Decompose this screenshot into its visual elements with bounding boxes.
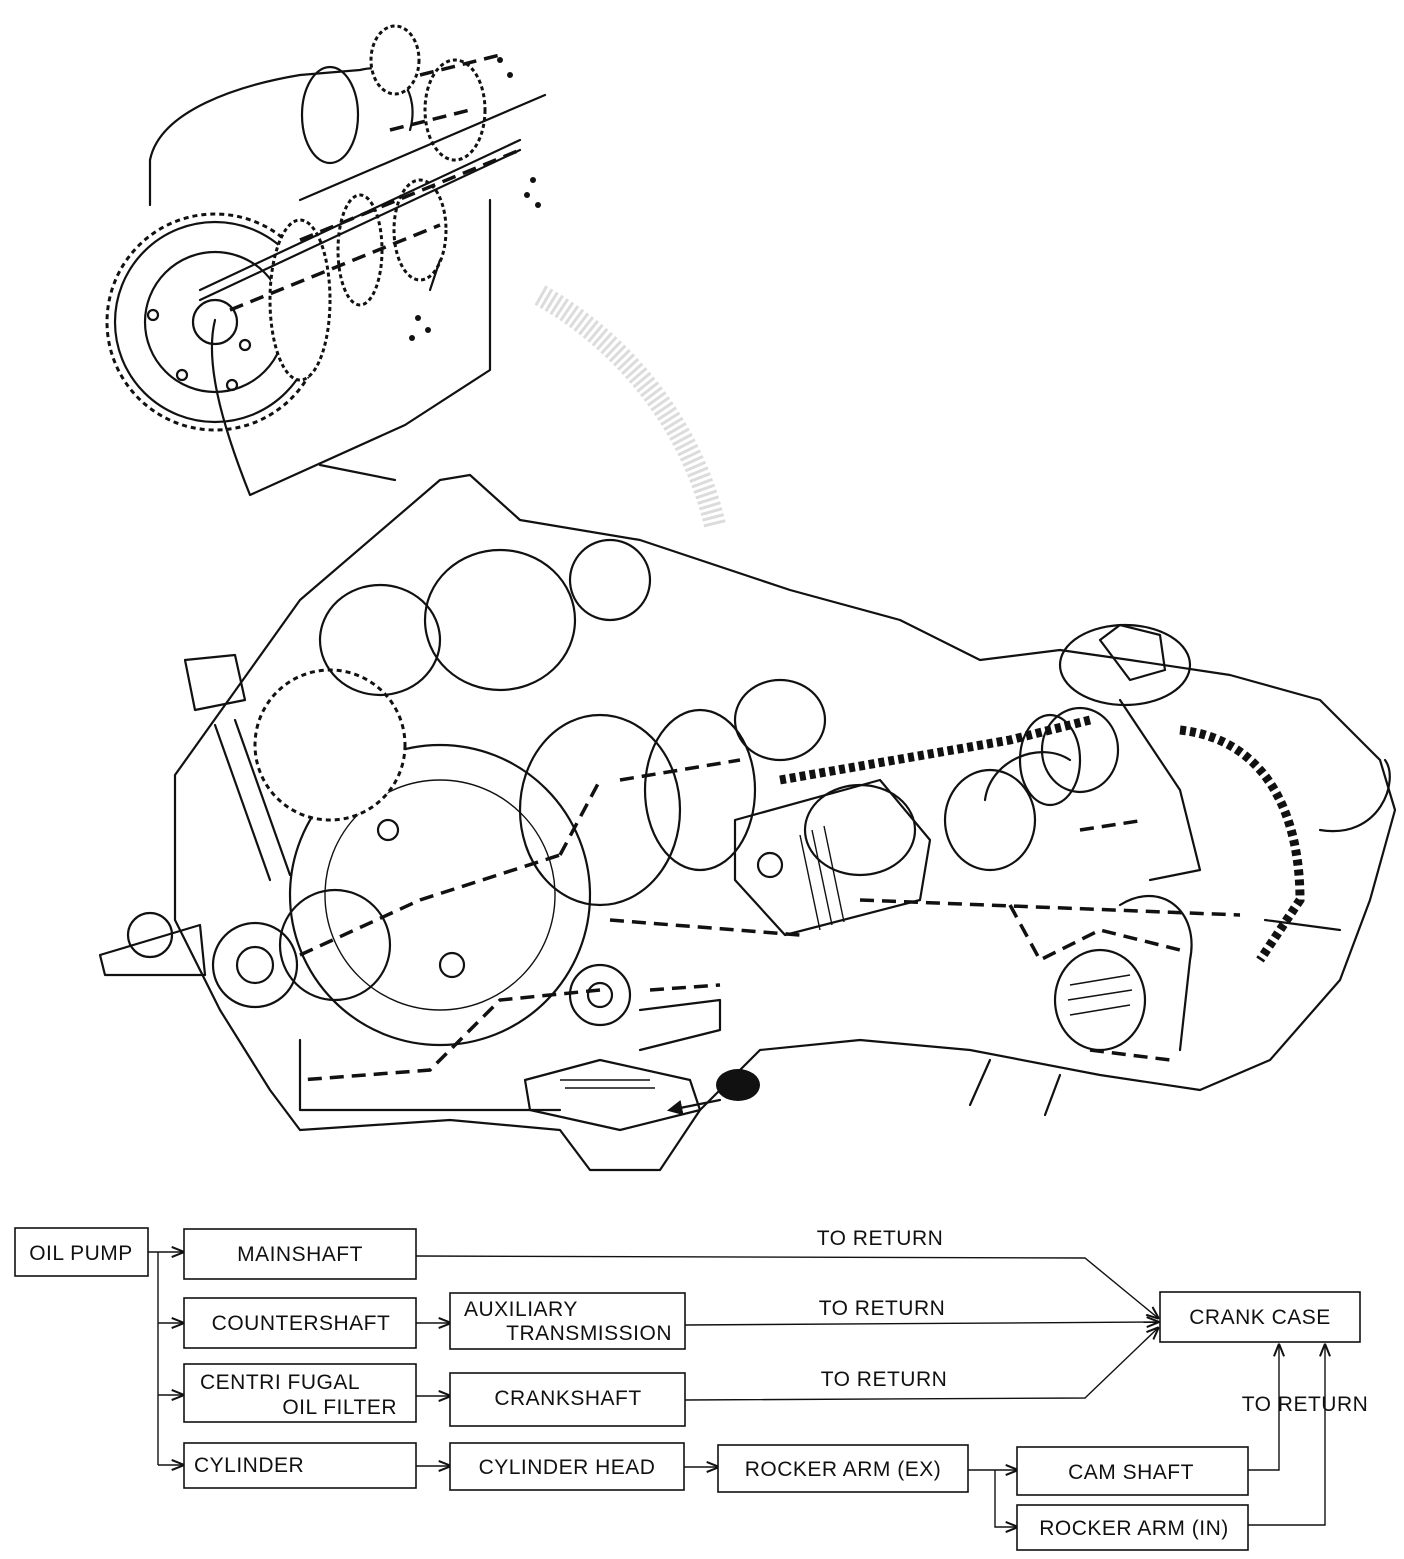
countershaft-node: COUNTERSHAFT <box>183 1297 417 1349</box>
cam-shaft-node: CAM SHAFT <box>1016 1446 1249 1496</box>
auxiliary-transmission-node: AUXILIARY TRANSMISSION <box>449 1292 686 1350</box>
centrifugal-oil-filter-node: CENTRI FUGAL OIL FILTER <box>183 1363 417 1423</box>
oil-drip-icon <box>409 57 541 341</box>
inset-oil-flow <box>389 108 471 132</box>
crank-case-label: CRANK CASE <box>1189 1306 1331 1329</box>
oil-flow-arrow <box>1079 818 1146 832</box>
oil-flow-arrow <box>1008 904 1181 963</box>
oil-filter-rotor-icon <box>278 888 392 1002</box>
oil-flow-arrow <box>558 779 602 856</box>
oil-flow-arrow <box>619 758 741 782</box>
cylinder-label: CYLINDER <box>194 1454 304 1477</box>
rocker-arm-ex-label: ROCKER ARM (EX) <box>745 1458 942 1481</box>
inset-oil-flow <box>299 148 521 242</box>
auxiliary-transmission-label-line1: AUXILIARY <box>464 1298 578 1321</box>
oil-flow-arrow <box>1089 1048 1171 1062</box>
starter-gear-icon <box>253 668 407 822</box>
inset-oil-flow <box>419 53 501 77</box>
oil-flow-chart: OIL PUMP MAINSHAFT COUNTERSHAFT AUXILIAR… <box>14 1227 1369 1551</box>
clutch-housing-icon <box>288 743 592 1047</box>
countershaft-label: COUNTERSHAFT <box>212 1312 391 1335</box>
return-label: TO RETURN <box>1242 1393 1369 1416</box>
oil-pump-node: OIL PUMP <box>14 1227 149 1277</box>
centrifugal-oil-filter-label-line2: OIL FILTER <box>282 1396 397 1419</box>
crankshaft-icon <box>518 713 682 907</box>
auxiliary-transmission-label-line2: TRANSMISSION <box>506 1322 672 1345</box>
dipstick-icon <box>183 653 292 882</box>
mainshaft-node: MAINSHAFT <box>183 1228 417 1280</box>
valve-spring-icon <box>1040 706 1120 794</box>
mainshaft-label: MAINSHAFT <box>237 1243 363 1266</box>
oil-pump-icon <box>568 963 632 1027</box>
crankshaft-label: CRANKSHAFT <box>494 1387 641 1410</box>
inset-connector-arc <box>534 285 726 528</box>
crank-case-node: CRANK CASE <box>1159 1291 1361 1343</box>
rocker-arm-ex-node: ROCKER ARM (EX) <box>717 1444 969 1493</box>
gear-shafts-icon <box>148 24 547 382</box>
return-label: TO RETURN <box>821 1368 948 1391</box>
oil-flow-arrow <box>299 988 601 1082</box>
oil-pump-label: OIL PUMP <box>29 1242 133 1265</box>
cylinder-node: CYLINDER <box>183 1442 417 1489</box>
return-label: TO RETURN <box>817 1227 944 1250</box>
transmission-inset-illustration <box>105 24 547 497</box>
crankshaft-node: CRANKSHAFT <box>449 1372 686 1427</box>
piston-icon <box>733 778 932 937</box>
output-shaft-icon <box>98 923 207 977</box>
cylinder-head-label: CYLINDER HEAD <box>479 1456 656 1479</box>
engine-cutaway-illustration <box>98 473 1397 1172</box>
cam-shaft-label: CAM SHAFT <box>1068 1461 1194 1484</box>
oil-flow-arrow <box>299 853 561 957</box>
oil-return-line <box>298 1038 562 1112</box>
drain-plug-icon <box>716 1069 760 1101</box>
oil-flow-arrow <box>649 983 721 992</box>
inset-oil-flow <box>229 223 441 312</box>
oil-flow-arrow <box>609 918 801 937</box>
centrifugal-oil-filter-label-line1: CENTRI FUGAL <box>200 1371 360 1394</box>
cam-chain-icon <box>779 715 1092 785</box>
cylinder-head-node: CYLINDER HEAD <box>449 1442 685 1491</box>
return-label: TO RETURN <box>819 1297 946 1320</box>
rocker-arm-in-label: ROCKER ARM (IN) <box>1039 1517 1229 1540</box>
oil-strainer-icon <box>523 1058 702 1132</box>
oil-feed-line <box>638 998 722 1052</box>
oil-flow-arrow <box>859 898 1241 917</box>
inset-oil-feed-line <box>210 198 492 497</box>
rocker-arm-in-node: ROCKER ARM (IN) <box>1016 1504 1249 1551</box>
